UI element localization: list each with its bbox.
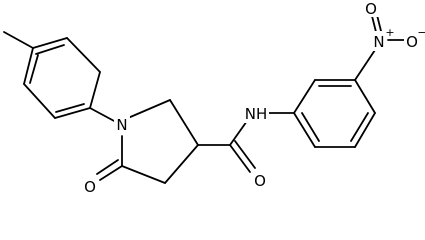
bond-n-ch2 <box>127 99 171 119</box>
bond-ch-ch2b <box>164 144 199 184</box>
atom-n-amine: N <box>116 116 127 134</box>
atom-n-nitro: N <box>373 33 384 51</box>
bond-tolyl-inner-1 <box>35 44 65 55</box>
bond-nitrophenyl-6 <box>293 112 316 148</box>
atom-o-nitro-top: O <box>365 0 377 18</box>
bond-nitrophenyl-inner-3 <box>301 112 320 142</box>
bond-methyl <box>3 31 34 49</box>
bond-tolyl-3 <box>89 71 101 109</box>
bond-lines <box>3 14 406 184</box>
bond-tolyl-6 <box>23 47 34 85</box>
bond-nitrophenyl-1 <box>293 79 316 114</box>
bond-tolyl-inner-2 <box>55 103 85 113</box>
atom-labels: N O O NH N + O O − <box>82 0 425 196</box>
bond-tolyl-inner-3 <box>29 54 39 84</box>
bond-nitrophenyl-inner-2 <box>350 112 369 142</box>
bond-ch2-ch <box>169 99 199 146</box>
bond-aryl-nitro <box>354 49 376 81</box>
bond-tolyl-4 <box>54 107 91 119</box>
bond-tolyl-2 <box>66 37 101 73</box>
bond-amidec-nh <box>229 120 248 146</box>
atom-o-amide-carbonyl: O <box>254 172 266 190</box>
bond-tolyl-1 <box>32 37 68 49</box>
bond-nitro-o-top-a <box>371 15 377 33</box>
atom-nh-amide: NH <box>245 105 268 123</box>
molecule-structure-diagram: N O O NH N + O O − <box>3 0 425 196</box>
bond-tolyl-5 <box>23 83 56 119</box>
bond-ring-carbonyl-a <box>99 165 123 181</box>
atom-o-ring-carbonyl: O <box>84 178 96 196</box>
atom-o-nitro-right: O <box>406 33 418 51</box>
bond-amide-carbonyl-a <box>229 144 251 173</box>
bond-ch2b-co <box>121 165 166 184</box>
bond-nitrophenyl-4 <box>354 112 376 148</box>
bond-nitro-o-top-b <box>376 14 382 32</box>
bond-nitrophenyl-3 <box>354 79 376 114</box>
bond-aryl-n <box>89 107 117 123</box>
bond-amide-carbonyl-b <box>234 140 256 169</box>
bond-ring-carbonyl-b <box>96 159 119 175</box>
charge-nitro-o: − <box>417 26 425 39</box>
charge-nitro-n: + <box>385 26 394 39</box>
